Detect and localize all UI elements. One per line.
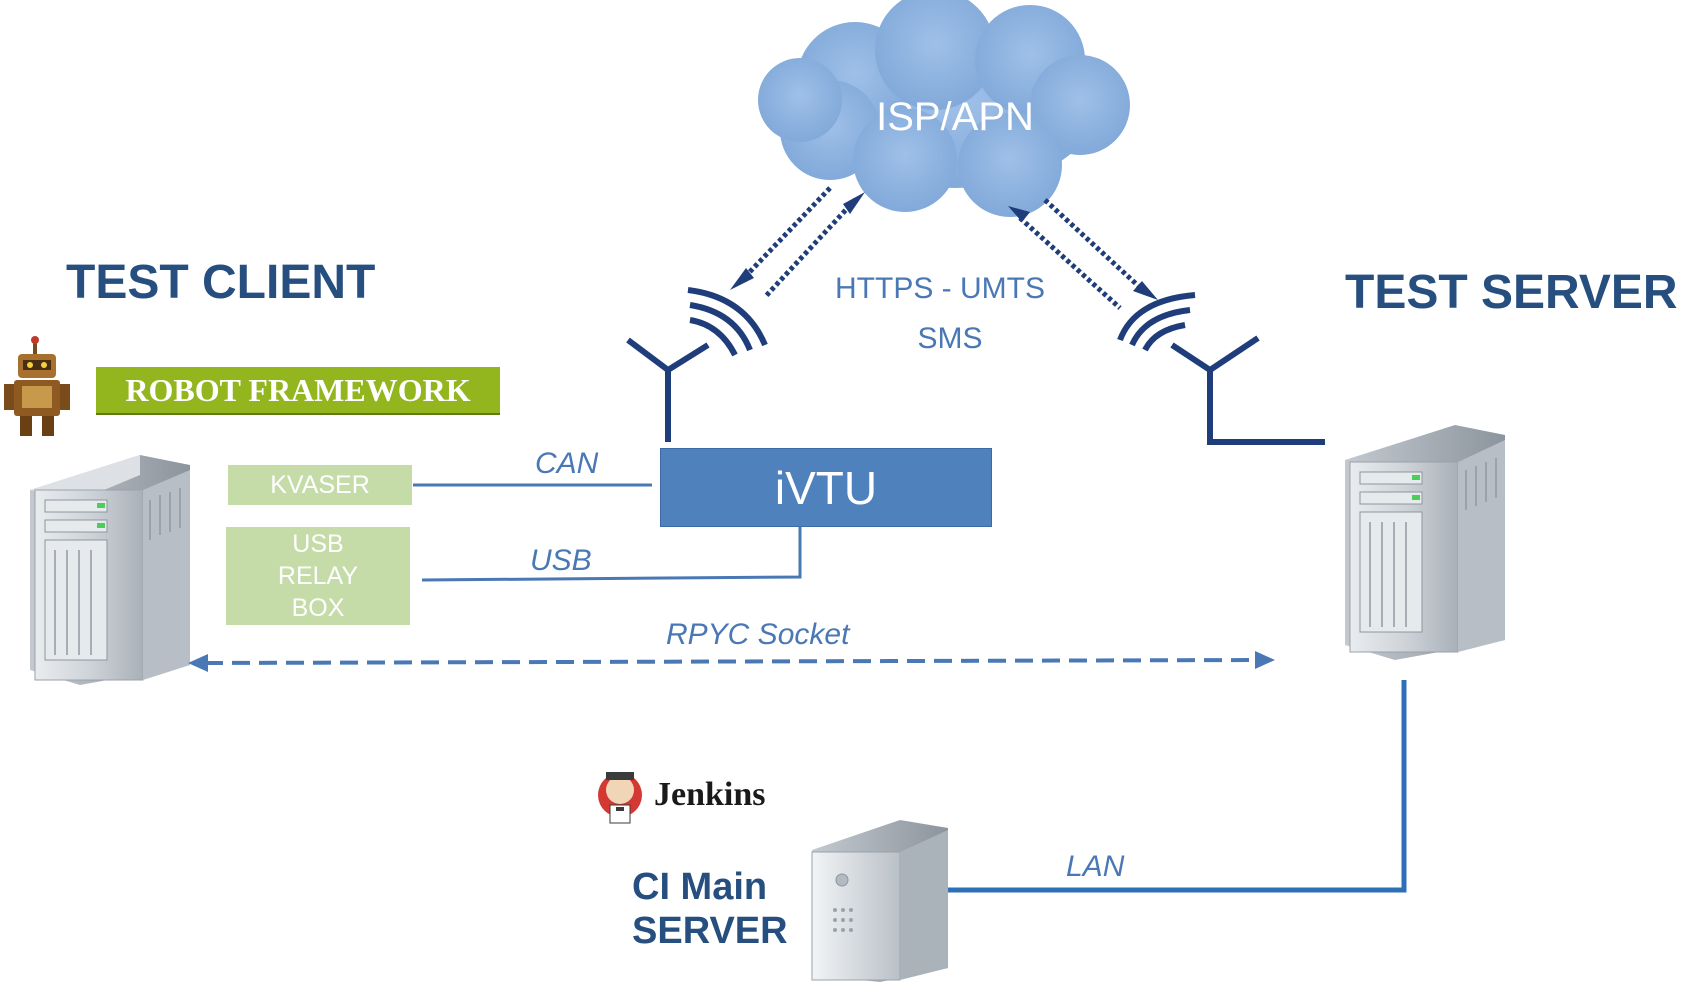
robot-framework-badge: ROBOT FRAMEWORK (96, 367, 500, 415)
protocol-sms: SMS (917, 322, 983, 355)
usb-relay-line1: USB (292, 530, 344, 558)
cloud-label: ISP/APN (876, 95, 1034, 139)
ci-main-line2: SERVER (632, 910, 788, 952)
antenna-icon (626, 287, 768, 442)
usb-relay-line2: RELAY (277, 562, 359, 590)
rpyc-socket-label: RPYC Socket (666, 618, 850, 651)
tower-server-icon (1345, 425, 1505, 660)
kvaser-box: KVASER (228, 465, 412, 505)
kvaser-label: KVASER (270, 470, 370, 499)
ci-server-icon (811, 820, 948, 982)
tower-server-icon (30, 455, 190, 685)
jenkins-butler-icon (598, 772, 642, 824)
lan-connection-line (948, 680, 1407, 893)
test-server-title: TEST SERVER (1345, 266, 1678, 319)
ivtu-box: iVTU (660, 448, 992, 527)
usb-connection-line (421, 525, 802, 582)
antenna-icon (1117, 292, 1325, 445)
robot-framework-label: ROBOT FRAMEWORK (125, 371, 471, 408)
wireless-link-left (730, 186, 865, 299)
jenkins-label: Jenkins (654, 776, 766, 813)
ivtu-label: iVTU (774, 461, 878, 514)
robot-icon (4, 336, 70, 436)
usb-relay-line3: BOX (291, 594, 345, 622)
usb-relay-box: USB RELAY BOX (226, 527, 410, 625)
usb-label: USB (530, 544, 592, 577)
rpyc-socket-line (188, 651, 1275, 672)
can-label: CAN (535, 447, 599, 480)
wireless-link-right (1008, 198, 1158, 310)
protocol-https-umts: HTTPS - UMTS (835, 272, 1045, 305)
cloud-icon (758, 0, 1130, 217)
test-client-title: TEST CLIENT (66, 256, 376, 309)
lan-label: LAN (1066, 850, 1125, 883)
ci-main-server-title: CI Main SERVER (632, 865, 788, 953)
ci-main-line1: CI Main (632, 866, 768, 908)
